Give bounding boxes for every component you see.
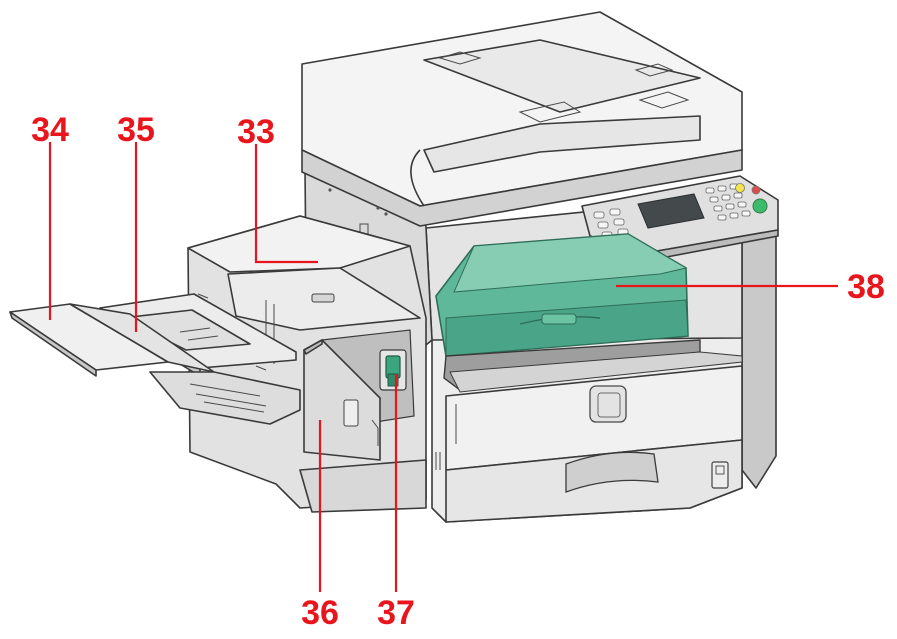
toner-cavity	[443, 339, 743, 393]
leader-lines	[48, 142, 838, 592]
paper-drawer	[435, 439, 743, 523]
callout-33: 33	[237, 113, 275, 151]
callout-37: 37	[377, 594, 415, 632]
staple-cartridge	[379, 349, 407, 391]
toner-container	[435, 233, 689, 357]
leader-33	[254, 144, 318, 264]
callout-labels: 34 35 33 38 36 37	[31, 111, 885, 632]
callout-35: 35	[117, 111, 155, 149]
document-feeder	[301, 11, 743, 235]
main-tray	[9, 303, 301, 425]
callout-36: 36	[301, 594, 339, 632]
callout-34: 34	[31, 111, 69, 149]
callout-38: 38	[847, 268, 885, 306]
